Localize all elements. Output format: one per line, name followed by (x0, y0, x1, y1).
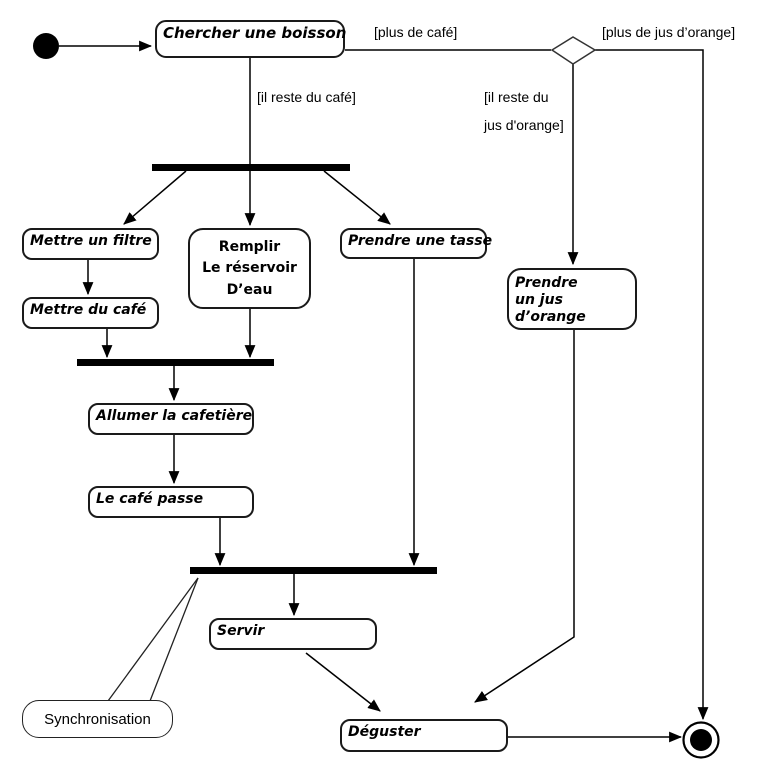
action-prendre-une-tasse[interactable]: Prendre une tasse (340, 228, 492, 259)
guard-il-reste-du-cafe: [il reste du café] (257, 89, 356, 105)
action-prendre-un-jus-dorange[interactable]: Prendre un jus d’orange (507, 268, 637, 330)
edge-decision-to-final (595, 49, 709, 721)
action-label: Servir (217, 623, 265, 639)
action-label: Allumer la cafetière (96, 408, 253, 424)
action-label: Mettre un filtre (30, 233, 152, 249)
action-remplir-le-reservoir[interactable]: Remplir Le réservoir D’eau (188, 228, 311, 309)
action-label-line1: Prendre (515, 275, 578, 291)
action-servir[interactable]: Servir (209, 618, 377, 650)
guard-il-reste-du-jus-dorange: [il reste du jus d'orange] (484, 83, 564, 139)
action-label: Mettre du café (30, 302, 147, 318)
guard-line1: [il reste du (484, 89, 549, 105)
callout-label: Synchronisation (44, 710, 151, 728)
initial-state-node[interactable] (33, 33, 59, 59)
edge-fork-to-prendre-tasse (323, 170, 391, 225)
decision-diamond[interactable] (550, 36, 597, 65)
callout-pointer (107, 577, 199, 702)
action-label: Le café passe (96, 491, 204, 507)
fork-bar[interactable] (152, 164, 350, 171)
action-deguster[interactable]: Déguster (340, 719, 508, 752)
synchronisation-callout[interactable]: Synchronisation (22, 700, 173, 738)
action-chercher-une-boisson[interactable]: Chercher une boisson (155, 20, 347, 58)
join-bar-coffee[interactable] (77, 359, 274, 366)
action-label-line1: Remplir (218, 239, 281, 256)
action-allumer-la-cafetiere[interactable]: Allumer la cafetière (88, 403, 254, 435)
action-mettre-du-cafe[interactable]: Mettre du café (22, 297, 159, 329)
join-bar-serve[interactable] (190, 567, 437, 574)
action-le-cafe-passe[interactable]: Le café passe (88, 486, 254, 518)
final-state-node[interactable] (682, 721, 720, 759)
action-label: Chercher une boisson (163, 24, 347, 42)
action-mettre-un-filtre[interactable]: Mettre un filtre (22, 228, 159, 260)
action-label: Prendre une tasse (348, 233, 493, 249)
action-label-line2: un jus d’orange (515, 292, 586, 325)
action-label: Déguster (348, 724, 421, 740)
guard-plus-de-jus-dorange: [plus de jus d’orange] (602, 24, 736, 40)
action-label-line3: D’eau (226, 281, 273, 298)
guard-plus-de-cafe: [plus de café] (374, 24, 458, 40)
edge-fork-to-mettre-filtre (123, 170, 187, 225)
guard-line2: jus d'orange] (484, 117, 564, 133)
edge-prendre-jus-to-deguster (474, 330, 575, 703)
edge-servir-to-deguster (305, 652, 381, 712)
action-label-line2: Le réservoir (202, 260, 297, 277)
